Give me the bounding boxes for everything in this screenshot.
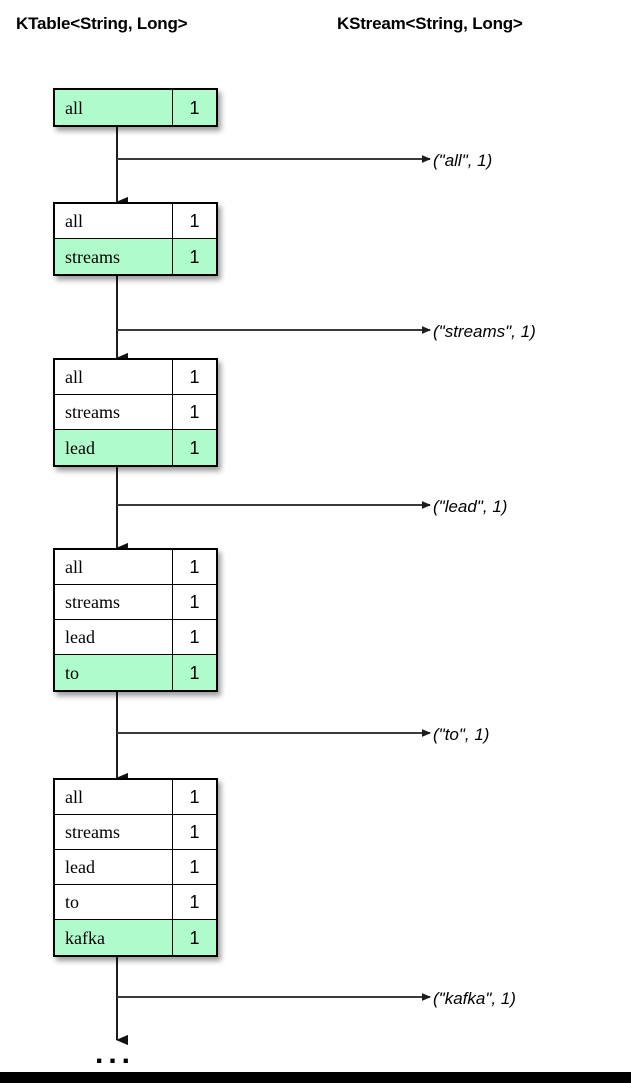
ktable-row-value: 1	[189, 97, 200, 118]
ktable-row: to 1	[55, 655, 216, 690]
ktable-row-value: 1	[189, 211, 200, 231]
ktable-row: all 1	[55, 360, 216, 395]
ktable-snapshot: all 1 streams 1 lead 1 to 1	[53, 548, 218, 692]
ktable-row-value: 1	[189, 822, 200, 842]
ktable-row-value: 1	[189, 627, 200, 647]
ktable-row-key: to	[55, 885, 173, 919]
ktable-row-value: 1	[189, 927, 200, 948]
kstream-record-label: ("kafka", 1)	[433, 989, 516, 1008]
ktable-row: streams 1	[55, 395, 216, 430]
ktable-row-key: all	[55, 780, 173, 814]
ktable-row-value: 1	[189, 787, 200, 807]
ktable-row: all 1	[55, 204, 216, 239]
ktable-row-key: lead	[55, 850, 173, 884]
ktable-row: lead 1	[55, 620, 216, 655]
ktable-row: all 1	[55, 550, 216, 585]
ktable-row: kafka 1	[55, 920, 216, 955]
ktable-row-key: lead	[55, 620, 173, 654]
ktable-snapshot: all 1 streams 1 lead 1	[53, 358, 218, 467]
ktable-snapshot: all 1	[53, 88, 218, 127]
ktable-row: streams 1	[55, 239, 216, 274]
ktable-row-value: 1	[189, 662, 200, 683]
kstream-record-label: ("to", 1)	[433, 725, 490, 744]
kstream-record-label: ("streams", 1)	[433, 322, 536, 341]
ktable-row-key: lead	[55, 430, 173, 465]
ktable-row-key: streams	[55, 239, 173, 274]
ktable-row-value: 1	[189, 402, 200, 422]
ktable-row-value: 1	[189, 857, 200, 877]
ktable-row-key: streams	[55, 395, 173, 429]
ktable-row-key: streams	[55, 815, 173, 849]
column-header-kstream: KStream<String, Long>	[337, 14, 523, 33]
ktable-row: lead 1	[55, 430, 216, 465]
ktable-row-value: 1	[189, 367, 200, 387]
ktable-row: all 1	[55, 90, 216, 125]
bottom-bar	[0, 1072, 631, 1083]
ktable-row-value: 1	[189, 246, 200, 267]
ktable-row-value: 1	[189, 892, 200, 912]
ktable-row-key: all	[55, 90, 173, 125]
continuation-ellipsis: ...	[95, 1037, 136, 1070]
ktable-snapshot: all 1 streams 1	[53, 202, 218, 276]
ktable-row-key: kafka	[55, 920, 173, 955]
ktable-row-key: to	[55, 655, 173, 690]
ktable-row-value: 1	[189, 437, 200, 458]
kstream-record-label: ("all", 1)	[433, 151, 493, 170]
ktable-row-key: all	[55, 360, 173, 394]
ktable-row-key: all	[55, 204, 173, 238]
ktable-row-key: streams	[55, 585, 173, 619]
ktable-row-key: all	[55, 550, 173, 584]
ktable-row: to 1	[55, 885, 216, 920]
ktable-row: all 1	[55, 780, 216, 815]
ktable-row-value: 1	[189, 592, 200, 612]
kstream-record-label: ("lead", 1)	[433, 497, 508, 516]
ktable-row-value: 1	[189, 557, 200, 577]
ktable-row: lead 1	[55, 850, 216, 885]
ktable-snapshot: all 1 streams 1 lead 1 to 1 kafka 1	[53, 778, 218, 957]
ktable-row: streams 1	[55, 815, 216, 850]
column-header-ktable: KTable<String, Long>	[16, 14, 188, 33]
ktable-row: streams 1	[55, 585, 216, 620]
